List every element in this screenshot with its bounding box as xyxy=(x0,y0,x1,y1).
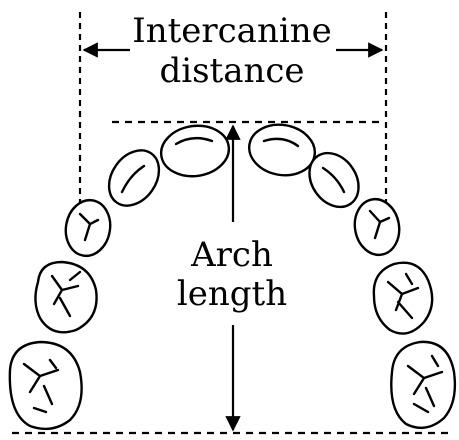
tooth-right-molar xyxy=(390,340,457,430)
tooth-left-premolar xyxy=(34,260,98,334)
tooth-left-canine xyxy=(64,198,112,258)
dental-arch-teeth xyxy=(8,123,457,431)
tooth-left-lateral-incisor xyxy=(107,149,161,207)
tooth-right-lateral-incisor xyxy=(308,151,360,209)
intercanine-label-line1: Intercanine xyxy=(132,11,331,51)
intercanine-label-line2: distance xyxy=(159,51,304,91)
tooth-right-canine xyxy=(353,197,401,257)
intercanine-extent-lines xyxy=(78,12,388,212)
tooth-right-premolar xyxy=(372,261,434,335)
arch-length-label-line1: Arch xyxy=(190,235,273,275)
arch-length-box xyxy=(12,120,452,435)
tooth-left-molar xyxy=(8,340,83,431)
tooth-left-central-incisor xyxy=(159,124,231,178)
arch-length-label-line2: length xyxy=(177,274,287,314)
tooth-right-central-incisor xyxy=(248,123,316,177)
